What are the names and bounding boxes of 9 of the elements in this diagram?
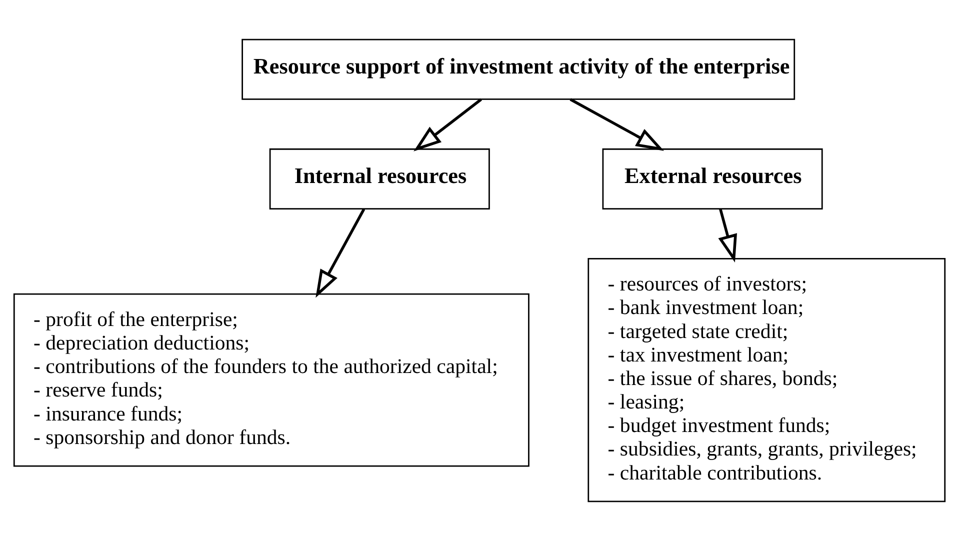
node-box: - profit of the enterprise; - depreciation deductions; - contributions of the founders to the authorized capital; - reserve funds; - insurance funds; - sponsorship and donor funds. bbox=[13, 292, 530, 466]
node-box: Internal resources bbox=[269, 148, 490, 209]
node-box: - resources of investors; - bank investment loan; - targeted state credit; - tax investment loan; - the issue of shares, bonds; - leasing; - budget investment funds; - subsidies, grants, grants, privileges; - charitable contributions. bbox=[588, 258, 946, 502]
node-box: Resource support of investment activity of the enterprise bbox=[242, 38, 796, 100]
arrow bbox=[316, 208, 366, 298]
arrow bbox=[414, 98, 482, 151]
arrow bbox=[718, 208, 738, 262]
node-box: External resources bbox=[602, 148, 823, 209]
arrow bbox=[570, 98, 664, 150]
